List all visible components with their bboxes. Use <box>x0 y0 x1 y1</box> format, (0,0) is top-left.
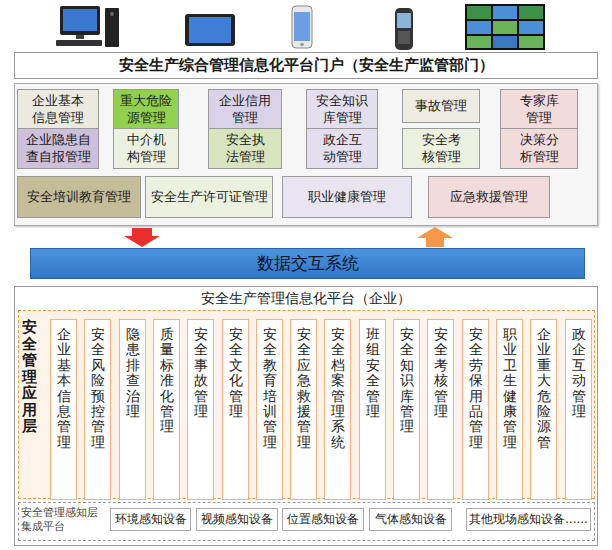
box-label: 重大危险源管理 <box>119 93 173 126</box>
box-label: 政企互动管理 <box>322 132 363 165</box>
box-label: 职业健康管理 <box>308 189 386 205</box>
handheld-terminal <box>395 8 413 50</box>
box-label: 应急救援管理 <box>450 189 528 205</box>
box-label: 企业基本信息管理 <box>31 93 85 126</box>
module-column: 安全应急救援管理 <box>290 319 317 500</box>
box-label: 决策分析管理 <box>519 132 560 165</box>
perception-layer: 安全管理感知层集成平台环境感知设备视频感知设备位置感知设备气体感知设备 其他现场感… <box>18 502 595 541</box>
box-label: 企业重大危险源管 <box>537 327 551 499</box>
box-label: 气体感知设备 <box>375 511 447 528</box>
module-column: 安全档案管理系统 <box>324 319 351 500</box>
box-label: 企业信用管理 <box>218 93 272 126</box>
box-label: 企业基本信息管理 <box>57 327 71 499</box>
box-label: 视频感知设备 <box>201 511 273 528</box>
module-column: 隐患排查治理 <box>119 319 146 500</box>
box-label: 安全风险预控管理 <box>91 327 105 499</box>
desktop-computer <box>56 6 119 47</box>
box-label: 环境感知设备 <box>115 511 187 528</box>
module-column: 安全风险预控管理 <box>84 319 111 500</box>
module-column: 安全劳保用品管理 <box>462 319 489 500</box>
application-layer: 安全管理应用层 企业基本信息管理 安全风险预控管理 隐患排查治理 质量标准化管理 安全事故… <box>18 310 595 499</box>
module-box: 企业信用管理 <box>208 89 282 130</box>
portal-bar: 安全生产综合管理信息化平台门户（安全生产监管部门） <box>14 52 598 79</box>
tablet <box>185 14 235 46</box>
module-column: 企业基本信息管理 <box>50 319 77 500</box>
box-label: 安全文化管理 <box>229 327 243 499</box>
module-box: 重大危险源管理 <box>113 89 179 130</box>
module-box: 企业隐患自查自报管理 <box>17 128 99 169</box>
box-label: 安全考核管理 <box>421 132 462 165</box>
module-box: 安全执法管理 <box>208 128 282 169</box>
module-column: 政企互动管理 <box>565 319 592 500</box>
group-title: 安全生产管理信息化平台（企业） <box>15 290 597 308</box>
box-label: 安全培训教育管理 <box>27 189 131 205</box>
box-label: 政企互动管理 <box>572 327 586 499</box>
data-exchange-band: 数据交互系统 <box>30 248 585 279</box>
box-label: 中介机构管理 <box>126 132 167 165</box>
smartphone <box>292 6 312 48</box>
module-box: 安全培训教育管理 <box>17 176 141 218</box>
box-label: 企业隐患自查自报管理 <box>25 132 92 165</box>
box-label: 安全知识库管理 <box>315 93 369 126</box>
device-box: 其他现场感知设备...... <box>466 508 591 531</box>
box-label: 事故管理 <box>411 98 471 114</box>
down-arrow <box>124 228 160 247</box>
module-box: 事故管理 <box>402 89 480 123</box>
box-label: 安全生产许可证管理 <box>151 189 268 205</box>
module-column: 安全文化管理 <box>222 319 249 500</box>
box-label: 安全应急救援管理 <box>297 327 311 499</box>
device-box: 气体感知设备 <box>369 508 452 531</box>
module-column: 安全考核管理 <box>427 319 454 500</box>
box-label: 职业卫生健康管理 <box>503 327 517 499</box>
module-column: 安全事故管理 <box>187 319 214 500</box>
module-box: 政企互动管理 <box>306 128 378 169</box>
box-label: 安全劳保用品管理 <box>469 327 483 499</box>
module-box: 中介机构管理 <box>113 128 179 169</box>
module-column: 班组安全管理 <box>359 319 386 500</box>
device-box: 位置感知设备 <box>282 508 364 531</box>
module-box: 安全考核管理 <box>402 128 480 169</box>
box-label: 其他现场感知设备...... <box>469 511 588 528</box>
module-box: 决策分析管理 <box>500 128 578 169</box>
box-label: 数据交互系统 <box>257 252 359 275</box>
box-label: 安全执法管理 <box>225 132 266 165</box>
module-column: 企业重大危险源管 <box>530 319 557 500</box>
module-column: 安全知识库管理 <box>393 319 420 500</box>
enterprise-platform-panel: 安全生产管理信息化平台（企业） 安全管理应用层 企业基本信息管理 安全风险预控管理 隐患… <box>14 286 598 546</box>
module-box: 职业健康管理 <box>282 176 412 218</box>
device-box: 环境感知设备 <box>110 508 191 531</box>
box-label: 安全考核管理 <box>434 327 448 499</box>
box-label: 安全档案管理系统 <box>331 327 345 499</box>
box-label: 位置感知设备 <box>287 511 359 528</box>
module-box: 安全生产许可证管理 <box>145 176 273 218</box>
module-box: 企业基本信息管理 <box>17 89 99 130</box>
group-title: 安全管理应用层 <box>22 319 37 435</box>
module-box: 安全知识库管理 <box>306 89 378 130</box>
device-box: 视频感知设备 <box>196 508 278 531</box>
box-label: 质量标准化管理 <box>160 327 174 499</box>
box-label: 安全知识库管理 <box>400 327 414 499</box>
video-wall <box>465 4 545 50</box>
box-label: 安全生产综合管理信息化平台门户（安全生产监管部门） <box>119 56 494 75</box>
up-arrow <box>417 227 453 247</box>
box-label: 隐患排查治理 <box>126 327 140 499</box>
box-label: 安全事故管理 <box>194 327 208 499</box>
box-label: 专家库管理 <box>519 93 560 126</box>
box-label: 班组安全管理 <box>366 327 380 499</box>
module-column: 安全教育培训管理 <box>256 319 283 500</box>
module-column: 职业卫生健康管理 <box>496 319 523 500</box>
module-box: 专家库管理 <box>500 89 578 130</box>
group-title: 安全管理感知层集成平台 <box>21 506 101 534</box>
module-column: 质量标准化管理 <box>153 319 180 500</box>
module-box: 应急救援管理 <box>428 176 550 218</box>
box-label: 安全教育培训管理 <box>263 327 277 499</box>
